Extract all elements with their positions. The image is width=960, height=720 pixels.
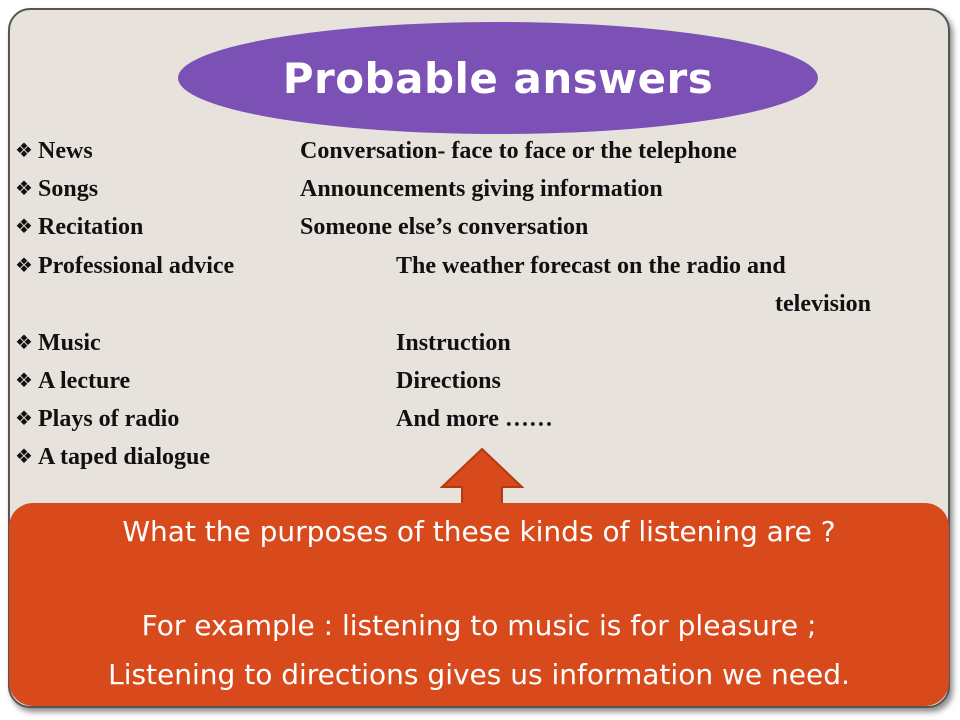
diamond-bullet-icon: ❖ xyxy=(15,253,33,277)
up-arrow-icon xyxy=(440,447,524,517)
list-item-news: News xyxy=(38,138,93,164)
list-item-and-more: And more …… xyxy=(396,406,553,432)
list-item-music: Music xyxy=(38,330,101,356)
purpose-example-2: Listening to directions gives us informa… xyxy=(108,658,850,691)
list-item-songs: Songs xyxy=(38,176,99,202)
diamond-bullet-icon: ❖ xyxy=(15,138,33,162)
list-item-weather-forecast: The weather forecast on the radio and xyxy=(396,253,786,279)
list-item-plays-of-radio: Plays of radio xyxy=(38,406,180,432)
diamond-bullet-icon: ❖ xyxy=(15,444,33,468)
list-item-recitation: Recitation xyxy=(38,214,144,240)
diamond-bullet-icon: ❖ xyxy=(15,406,33,430)
purpose-question: What the purposes of these kinds of list… xyxy=(122,515,836,548)
list-item-conversation: Conversation- face to face or the teleph… xyxy=(300,138,737,164)
slide-title: Probable answers xyxy=(282,53,714,103)
title-oval: Probable answers xyxy=(178,22,818,134)
list-item-weather-forecast-cont: television xyxy=(775,291,871,317)
list-item-directions: Directions xyxy=(396,368,501,394)
list-item-professional-advice: Professional advice xyxy=(38,253,235,279)
list-item-lecture: A lecture xyxy=(38,368,131,394)
purpose-example-1: For example : listening to music is for … xyxy=(141,609,817,642)
diamond-bullet-icon: ❖ xyxy=(15,330,33,354)
diamond-bullet-icon: ❖ xyxy=(15,214,33,238)
diamond-bullet-icon: ❖ xyxy=(15,176,33,200)
list-item-someone-elses-conversation: Someone else’s conversation xyxy=(300,214,589,240)
purpose-box: What the purposes of these kinds of list… xyxy=(9,503,949,706)
list-item-announcements: Announcements giving information xyxy=(300,176,663,202)
diamond-bullet-icon: ❖ xyxy=(15,368,33,392)
list-item-instruction: Instruction xyxy=(396,330,511,356)
list-item-taped-dialogue: A taped dialogue xyxy=(38,444,211,470)
